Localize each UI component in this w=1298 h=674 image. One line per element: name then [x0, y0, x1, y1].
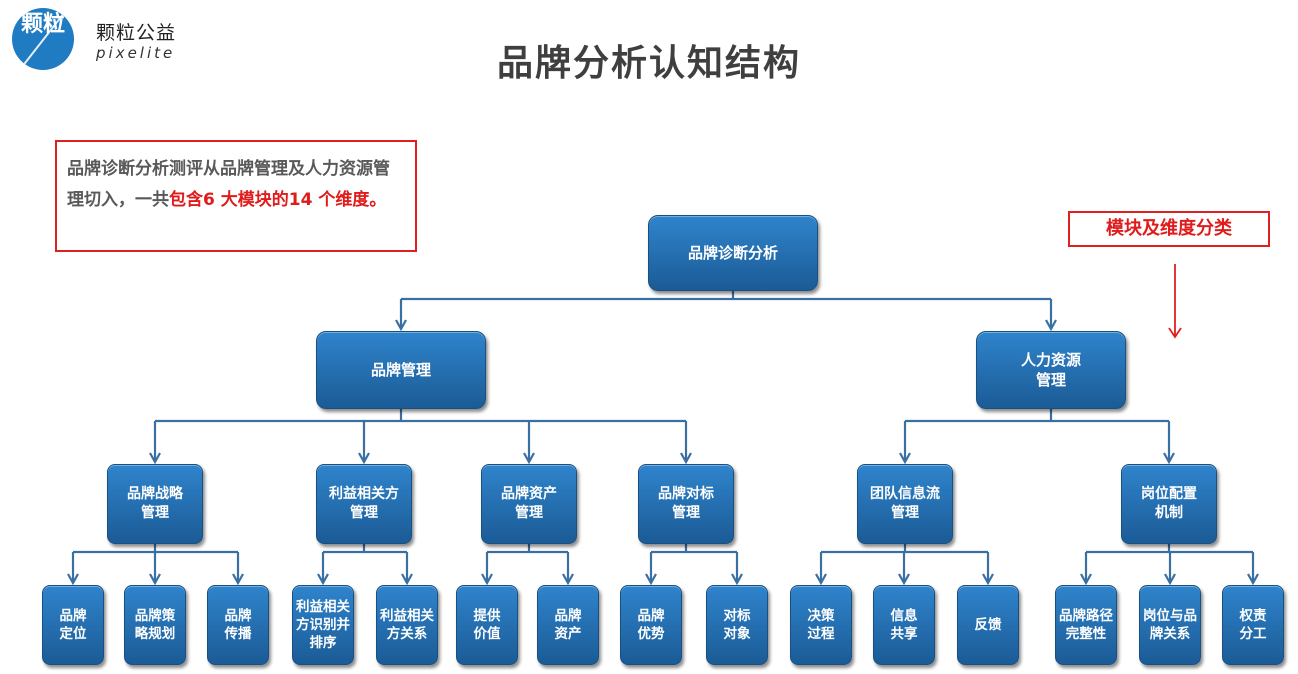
- dimension-node-label: 品牌 优势: [637, 608, 665, 642]
- module-connector-arrow-icon: [680, 452, 692, 465]
- dimension-node-label: 权责 分工: [1239, 608, 1267, 642]
- module-node-label: 岗位配置 机制: [1141, 486, 1197, 521]
- down-arrow-icon: [1168, 264, 1182, 339]
- logo-emblem: 颗粒: [12, 8, 74, 70]
- module-connector-arrow-icon: [149, 452, 161, 465]
- category-node-label: 品牌管理: [370, 361, 431, 379]
- module-node: 利益相关方 管理: [316, 464, 412, 544]
- dimension-node: 权责 分工: [1222, 585, 1284, 665]
- dimension-node-label: 品牌路径 完整性: [1059, 608, 1113, 642]
- module-node: 岗位配置 机制: [1121, 464, 1217, 544]
- dimension-connector-arrow-icon: [149, 573, 161, 586]
- dimension-node-label: 品牌策 略规划: [134, 608, 176, 642]
- dimension-node-label: 决策 过程: [807, 608, 835, 642]
- root-node: 品牌诊断分析: [648, 215, 818, 291]
- summary-note: 品牌诊断分析测评从品牌管理及人力资源管理切入，一共包含6 大模块的14 个维度。: [55, 140, 417, 252]
- dimension-node: 岗位与品 牌关系: [1139, 585, 1201, 665]
- dimension-connector-arrow-icon: [481, 573, 493, 586]
- summary-note-highlight: 包含6 大模块的14 个维度。: [169, 190, 387, 210]
- summary-note-text: 品牌诊断分析测评从品牌管理及人力资源管理切入，一共: [67, 159, 390, 210]
- dimension-connector-arrow-icon: [1164, 573, 1176, 586]
- module-node-label: 利益相关方 管理: [329, 486, 399, 521]
- dimension-node-label: 品牌 定位: [59, 608, 87, 642]
- category-node: 品牌管理: [316, 331, 486, 409]
- dimension-node-label: 提供 价值: [473, 608, 501, 642]
- module-node: 品牌战略 管理: [107, 464, 203, 544]
- page-title: 品牌分析认知结构: [496, 43, 801, 84]
- category-label: 模块及维度分类: [1068, 211, 1270, 247]
- module-node: 团队信息流 管理: [857, 464, 953, 544]
- module-node-label: 品牌对标 管理: [658, 486, 714, 521]
- module-node-label: 品牌资产 管理: [501, 486, 557, 521]
- dimension-connector-arrow-icon: [1247, 573, 1259, 586]
- dimension-node-label: 信息 共享: [890, 608, 918, 642]
- dimension-connector-arrow-icon: [731, 573, 743, 586]
- dimension-node: 提供 价值: [456, 585, 518, 665]
- logo-mark: 颗粒: [20, 11, 65, 37]
- module-connector-arrow-icon: [358, 452, 370, 465]
- root-connector-arrow-icon: [1045, 319, 1057, 332]
- module-node-label: 团队信息流 管理: [870, 486, 940, 521]
- module-node-label: 品牌战略 管理: [127, 486, 183, 521]
- dimension-node: 品牌 传播: [207, 585, 269, 665]
- dimension-node: 反馈: [957, 585, 1019, 665]
- root-node-label: 品牌诊断分析: [687, 244, 778, 262]
- module-node: 品牌资产 管理: [481, 464, 577, 544]
- dimension-node: 利益相关 方关系: [376, 585, 438, 665]
- dimension-node: 品牌 优势: [620, 585, 682, 665]
- dimension-connector-arrow-icon: [645, 573, 657, 586]
- module-connector-arrow-icon: [523, 452, 535, 465]
- dimension-node-label: 品牌 传播: [224, 608, 252, 642]
- dimension-connector-arrow-icon: [401, 573, 413, 586]
- dimension-connector-arrow-icon: [67, 573, 79, 586]
- dimension-node-label: 利益相关 方关系: [380, 608, 434, 642]
- dimension-connector-arrow-icon: [815, 573, 827, 586]
- dimension-connector-arrow-icon: [562, 573, 574, 586]
- dimension-connector-arrow-icon: [317, 573, 329, 586]
- dimension-node: 利益相关 方识别并 排序: [292, 585, 354, 665]
- dimension-node-label: 品牌 资产: [554, 608, 582, 642]
- dimension-node: 对标 对象: [706, 585, 768, 665]
- dimension-node: 品牌 定位: [42, 585, 104, 665]
- category-node: 人力资源 管理: [976, 331, 1126, 409]
- dimension-connector-arrow-icon: [1080, 573, 1092, 586]
- logo-name-en: pixelite: [96, 44, 176, 62]
- dimension-node: 品牌 资产: [537, 585, 599, 665]
- dimension-node: 信息 共享: [873, 585, 935, 665]
- root-connector-arrow-icon: [395, 319, 407, 332]
- dimension-node-label: 对标 对象: [723, 608, 751, 642]
- logo-name-cn: 颗粒公益: [96, 22, 177, 44]
- dimension-node-label: 岗位与品 牌关系: [1143, 608, 1197, 642]
- dimension-connector-arrow-icon: [898, 573, 910, 586]
- dimension-node: 决策 过程: [790, 585, 852, 665]
- dimension-connector-arrow-icon: [982, 573, 994, 586]
- module-node: 品牌对标 管理: [638, 464, 734, 544]
- dimension-node: 品牌路径 完整性: [1055, 585, 1117, 665]
- logo: 颗粒 颗粒公益 pixelite: [12, 6, 202, 70]
- module-connector-arrow-icon: [1163, 452, 1175, 465]
- category-node-label: 人力资源 管理: [1020, 351, 1081, 389]
- dimension-connector-arrow-icon: [232, 573, 244, 586]
- dimension-node-label: 利益相关 方识别并 排序: [296, 599, 350, 651]
- dimension-node: 品牌策 略规划: [124, 585, 186, 665]
- module-connector-arrow-icon: [899, 452, 911, 465]
- dimension-node-label: 反馈: [974, 617, 1002, 633]
